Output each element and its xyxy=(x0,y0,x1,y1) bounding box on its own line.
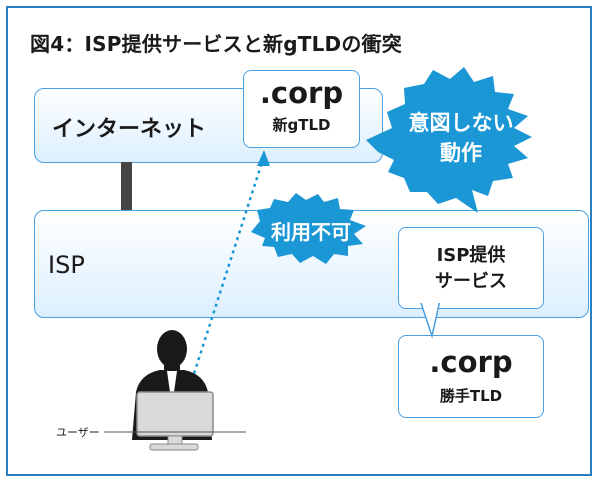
corp-private-tld-box: .corp 勝手TLD xyxy=(398,335,544,418)
corp-top-sub: 新gTLD xyxy=(272,116,331,134)
corp-bottom-name: .corp xyxy=(429,345,513,379)
user-label: ユーザー xyxy=(56,426,100,439)
corp-top-name: .corp xyxy=(259,76,344,110)
service-callout-tail-mask xyxy=(419,297,443,303)
burst-unavailable xyxy=(251,193,366,264)
internet-label: インターネット xyxy=(52,117,207,142)
request-dotted-line xyxy=(190,155,266,381)
isp-service-line2: サービス xyxy=(435,271,507,292)
isp-label: ISP xyxy=(48,251,85,279)
figure-title: 図4：ISP提供サービスと新gTLDの衝突 xyxy=(30,32,402,56)
burst-unintended-line1: 意図しない xyxy=(408,111,514,135)
burst-unintended xyxy=(366,67,532,213)
user-figure xyxy=(104,330,246,451)
corp-bottom-sub: 勝手TLD xyxy=(439,387,503,405)
connector-pillar xyxy=(121,162,132,212)
isp-service-line1: ISP提供 xyxy=(436,245,506,266)
service-callout-tail xyxy=(418,299,441,339)
burst-unintended-text: 意図しない 動作 xyxy=(396,108,526,168)
burst-unavailable-text: 利用不可 xyxy=(271,220,351,244)
isp-service-box: ISP提供 サービス xyxy=(398,227,544,309)
burst-unintended-line2: 動作 xyxy=(440,141,482,165)
corp-newgtld-box: .corp 新gTLD xyxy=(243,70,360,148)
request-arrow-head xyxy=(257,150,270,166)
